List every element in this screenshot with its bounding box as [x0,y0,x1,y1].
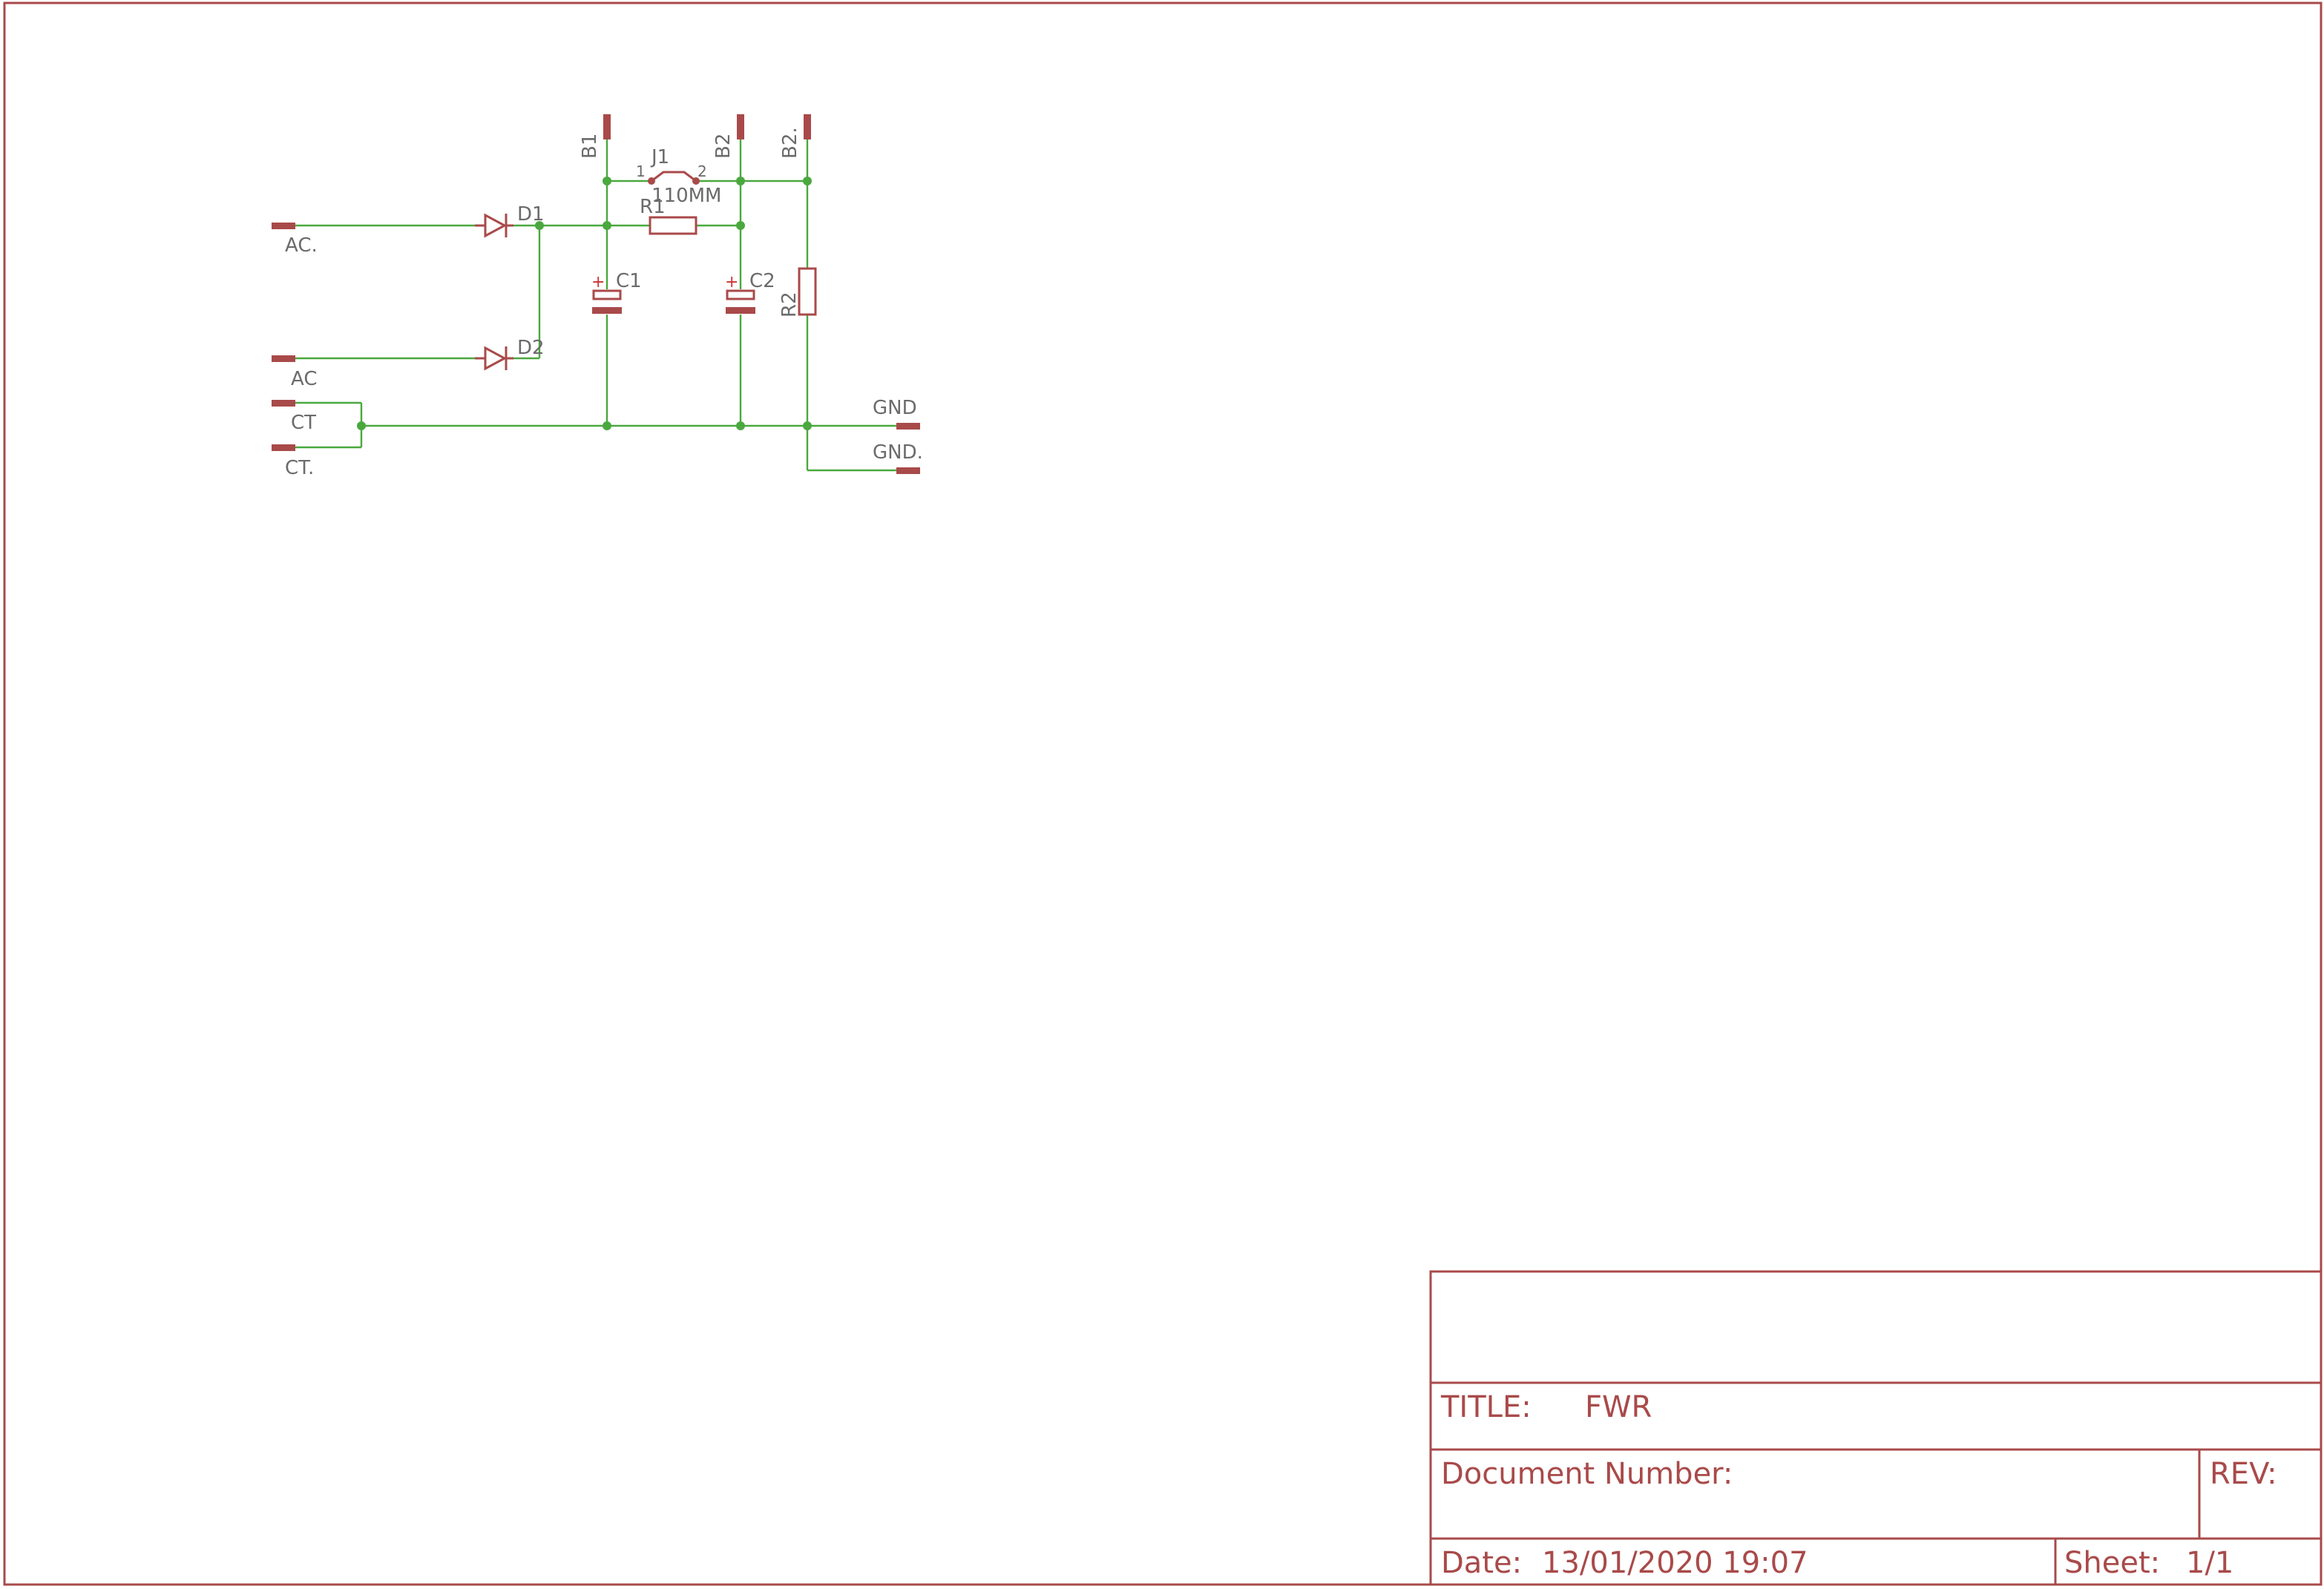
label-j1-pin1: 1 [636,162,646,180]
document-number-label: Document Number: [1441,1457,1733,1491]
jumper-j1[interactable] [648,171,700,185]
port-label-ac-dot: AC. [285,234,318,257]
wires [295,139,896,472]
junction-dot [603,421,611,430]
junction-dot [803,421,812,430]
junction-dot [357,421,366,430]
resistor-r2[interactable] [798,267,817,316]
diode-d2[interactable] [475,346,513,371]
resistor-r1[interactable] [649,216,697,235]
title-block: TITLE: FWR Document Number: REV: Date: 1… [1429,1270,2323,1586]
junction-dot [535,221,544,230]
junction-dot [603,177,611,185]
label-d1: D1 [517,203,545,226]
port-pads [272,114,920,474]
junction-dot [736,421,745,430]
port-pad-b2-dot[interactable] [804,114,811,139]
junction-dot [736,177,745,185]
port-pad-ct-dot[interactable] [272,444,295,451]
port-pad-ct[interactable] [272,400,295,407]
port-pad-gnd-dot[interactable] [896,467,920,474]
port-label-b2-dot: B2. [779,127,801,159]
sheet-label: Sheet: [2064,1546,2160,1580]
rev-label: REV: [2210,1457,2277,1491]
label-c1: C1 [616,270,642,292]
port-label-ac: AC [291,368,317,390]
title-block-frame [1429,1270,2323,1586]
date-label: Date: [1441,1546,1522,1580]
diode-d1[interactable] [475,213,513,238]
title-label: TITLE: [1440,1390,1532,1424]
label-c2: C2 [749,270,775,292]
junctions [357,177,812,430]
title-value: FWR [1585,1390,1652,1424]
port-label-ct: CT [291,412,316,434]
port-label-gnd: GND [873,397,917,419]
date-value: 13/01/2020 19:07 [1542,1546,1808,1580]
port-label-gnd-dot: GND. [873,441,923,464]
label-r2: R2 [778,292,801,318]
capacitor-c2[interactable] [726,289,755,314]
port-label-b2: B2 [712,134,735,159]
junction-dot [736,221,745,230]
labels: AC. AC CT CT. B1 B2 B2. GND GND. D1 D2 C… [285,127,923,479]
label-j1: J1 [650,146,669,168]
sheet-frame [3,1,2323,1586]
junction-dot [603,221,611,230]
port-label-ct-dot: CT. [285,457,314,479]
port-pad-gnd[interactable] [896,423,920,430]
port-pad-b1[interactable] [603,114,611,139]
port-label-b1: B1 [579,134,601,159]
plus-c2: + [725,273,738,292]
capacitor-c1[interactable] [592,289,622,314]
port-pad-ac-dot[interactable] [272,223,295,229]
label-j1-value: 110MM [651,185,722,207]
label-r1: R1 [640,196,666,218]
label-d2: D2 [517,337,545,359]
junction-dot [803,177,812,185]
sheet-value: 1/1 [2186,1546,2233,1580]
port-pad-ac[interactable] [272,355,295,362]
label-j1-pin2: 2 [697,162,707,180]
port-pad-b2[interactable] [737,114,744,139]
plus-c1: + [591,273,605,292]
